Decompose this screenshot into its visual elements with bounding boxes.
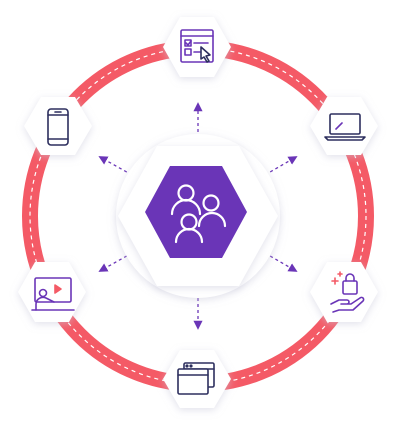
connector-smartphone: [98, 156, 133, 176]
node-smartphone: [24, 97, 92, 155]
node-checklist: [163, 17, 231, 77]
checklist-screen-icon: [180, 29, 214, 63]
hub-purple-hexagon: [145, 166, 247, 258]
browser-windows-icon: [177, 362, 215, 395]
node-hexagon: [18, 262, 86, 322]
presentation-board-icon: [31, 277, 75, 311]
connector-laptop: [264, 156, 298, 176]
node-windows: [163, 350, 231, 408]
central-hub: [116, 134, 280, 298]
node-hexagon: [310, 262, 378, 322]
node-shopping: [310, 262, 378, 322]
ring-dashed-line: [29, 47, 367, 385]
hand-shopping-bag-icon: [330, 271, 365, 313]
users-group-icon: [170, 184, 227, 244]
node-hexagon: [163, 17, 231, 77]
node-laptop: [310, 97, 378, 155]
laptop-icon: [324, 113, 366, 141]
node-presentation: [18, 262, 86, 322]
node-hexagon: [24, 97, 92, 155]
smartphone-icon: [47, 108, 69, 146]
